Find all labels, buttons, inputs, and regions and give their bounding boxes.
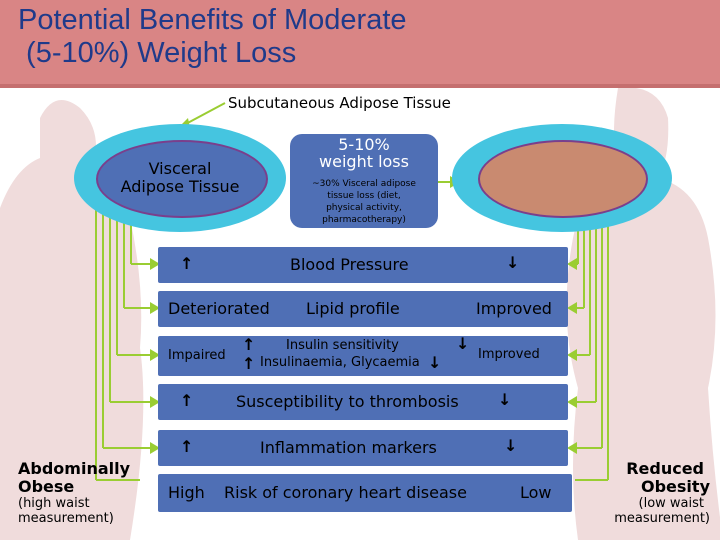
thrombosis-down-arrow-icon: ↓: [498, 390, 512, 409]
row-lipid-profile: Deteriorated Lipid profile Improved: [158, 291, 568, 327]
insulin-sensitivity-label: Insulin sensitivity: [286, 338, 399, 353]
insulinaemia-glycaemia-label: Insulinaemia, Glycaemia: [260, 355, 420, 370]
row-blood-pressure: ↑ Blood Pressure ↓: [158, 247, 568, 283]
weight-loss-box: [290, 134, 438, 228]
inflammation-label: Inflammation markers: [260, 438, 437, 457]
impaired-label: Impaired: [168, 348, 226, 363]
inflammation-up-arrow-icon: ↑: [180, 437, 194, 456]
slide-title: Potential Benefits of Moderate (5-10%) W…: [18, 4, 407, 69]
lipid-profile-label: Lipid profile: [306, 299, 400, 318]
blood-pressure-label: Blood Pressure: [290, 255, 409, 274]
risk-label: Risk of coronary heart disease: [224, 483, 467, 502]
lipid-improved-label: Improved: [476, 299, 552, 318]
subcutaneous-label: Subcutaneous Adipose Tissue: [228, 94, 451, 112]
row-inflammation: ↑ Inflammation markers ↓: [158, 430, 568, 466]
title-banner: Potential Benefits of Moderate (5-10%) W…: [0, 0, 720, 88]
weight-loss-heading: 5-10% weight loss: [319, 135, 409, 171]
row-thrombosis: ↑ Susceptibility to thrombosis ↓: [158, 384, 568, 420]
reduced-obesity-caption: Reduced Obesity (low waist measurement): [614, 459, 710, 527]
deteriorated-label: Deteriorated: [168, 299, 270, 318]
decrease-arrow-icon: ↓: [506, 253, 520, 272]
low-label: Low: [520, 483, 552, 502]
reduced-visceral-inner-ellipse: [478, 140, 648, 218]
inflammation-down-arrow-icon: ↓: [504, 436, 518, 455]
insulin-up-arrow-icon: ↑: [242, 335, 256, 354]
weight-loss-note: ~30% Visceral adipose tissue loss (diet,…: [312, 179, 416, 225]
thrombosis-label: Susceptibility to thrombosis: [236, 392, 459, 411]
row-risk: High Risk of coronary heart disease Low: [158, 474, 572, 512]
glycaemia-down-arrow-icon: ↓: [428, 353, 442, 372]
glycaemia-up-arrow-icon: ↑: [242, 354, 256, 373]
abdominally-obese-caption: Abdominally Obese (high waist measuremen…: [18, 459, 131, 527]
high-label: High: [168, 483, 205, 502]
thrombosis-up-arrow-icon: ↑: [180, 391, 194, 410]
insulin-down-arrow-icon: ↓: [456, 334, 470, 353]
increase-arrow-icon: ↑: [180, 254, 194, 273]
visceral-inner-ellipse: [96, 140, 268, 218]
insulin-improved-label: Improved: [478, 347, 540, 362]
row-insulin: Impaired ↑ ↑ Insulin sensitivity Insulin…: [158, 334, 568, 376]
visceral-label: Visceral Adipose Tissue: [120, 159, 240, 196]
